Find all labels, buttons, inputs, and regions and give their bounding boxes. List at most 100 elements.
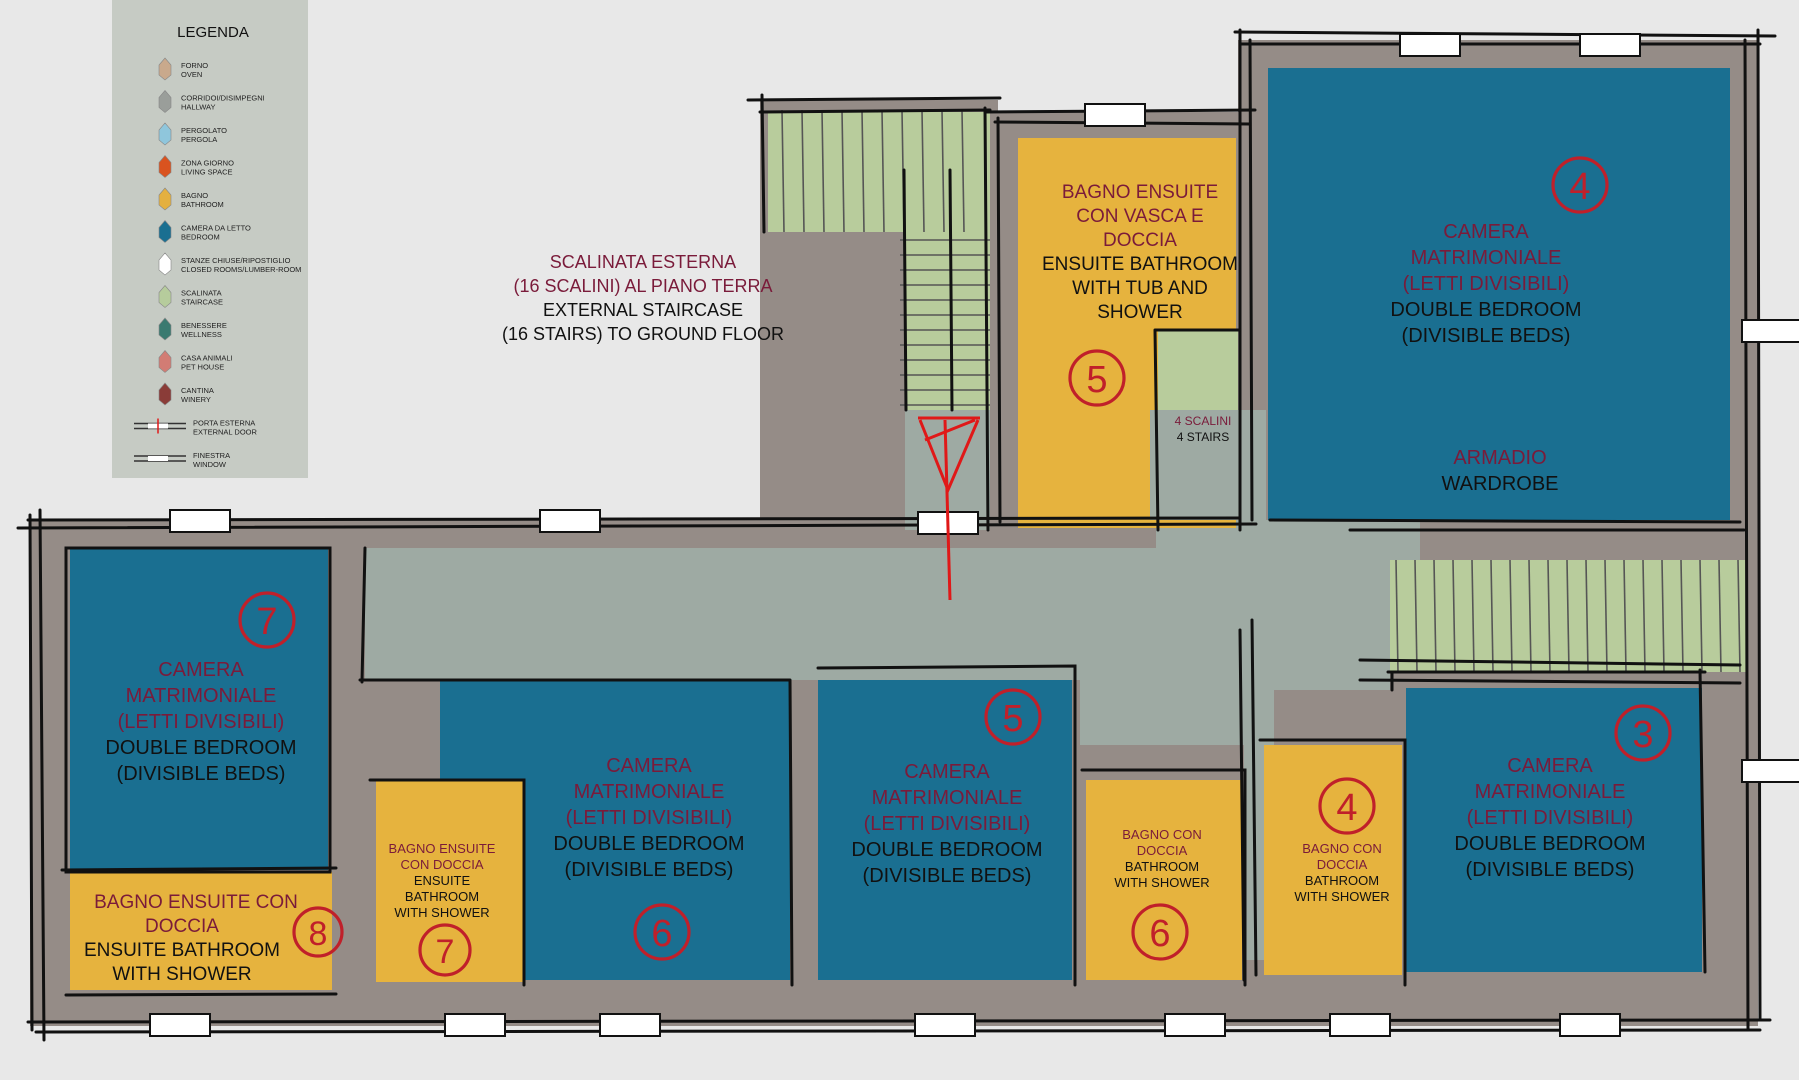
staircase-label-it1: SCALINATA ESTERNA — [550, 252, 736, 272]
legend-label-en: PERGOLA — [181, 135, 217, 144]
bedroom-4-en1: DOUBLE BEDROOM — [1390, 299, 1581, 321]
room-number-marker — [238, 591, 296, 649]
bathroom-4-label: 4 BAGNO CON DOCCIA BATHROOM WITH SHOWER — [1294, 777, 1390, 904]
bedroom-5 — [818, 680, 1072, 980]
bedroom-4-label: 4 CAMERA MATRIMONIALE (LETTI DIVISIBILI)… — [1390, 156, 1609, 495]
bathroom-8-en1: ENSUITE BATHROOM — [84, 940, 280, 961]
bedroom-6-it2: MATRIMONIALE — [574, 781, 725, 803]
bathroom-4-number: 4 — [1336, 787, 1357, 829]
bedroom-6-number: 6 — [651, 913, 672, 955]
bathroom-7-it1: BAGNO ENSUITE — [389, 841, 496, 856]
bedroom-4-en2: (DIVISIBLE BEDS) — [1402, 325, 1571, 347]
bathroom-4-en2: WITH SHOWER — [1294, 889, 1389, 904]
bathroom-7-number: 7 — [436, 933, 455, 971]
legend-swatch — [158, 317, 172, 341]
bathroom-4-it1: BAGNO CON — [1302, 841, 1381, 856]
bedroom-5-en1: DOUBLE BEDROOM — [851, 839, 1042, 861]
legend-label-en: OVEN — [181, 70, 202, 79]
bathroom-5-number: 5 — [1086, 359, 1107, 401]
bedroom-5-en2: (DIVISIBLE BEDS) — [863, 865, 1032, 887]
staircase-label-en2: (16 STAIRS) TO GROUND FLOOR — [502, 324, 784, 344]
bedroom-4-number: 4 — [1569, 166, 1590, 208]
legend-label-en: CLOSED ROOMS/LUMBER-ROOM — [181, 265, 301, 274]
bathroom-6-it1: BAGNO CON — [1122, 827, 1201, 842]
bedroom-6-en1: DOUBLE BEDROOM — [553, 833, 744, 855]
bathroom-5-it2: CON VASCA E — [1076, 206, 1203, 227]
room-number-marker — [1131, 903, 1189, 961]
bedroom-3-number: 3 — [1632, 714, 1653, 756]
bathroom-4-en1: BATHROOM — [1305, 873, 1379, 888]
windows — [149, 33, 1799, 1037]
legend-label-it: FORNO — [181, 61, 208, 70]
legend-label-en: BEDROOM — [181, 233, 220, 242]
legend-swatch — [158, 382, 172, 406]
bathroom-6-number: 6 — [1149, 913, 1170, 955]
legend-label-en: STAIRCASE — [181, 298, 223, 307]
legend-label-it: PERGOLATO — [181, 126, 227, 135]
legend-label-en: WINDOW — [193, 460, 227, 469]
bathroom-8-label: BAGNO ENSUITE CON DOCCIA ENSUITE BATHROO… — [84, 892, 344, 985]
wardrobe-it: ARMADIO — [1453, 447, 1546, 469]
bedroom-3 — [1406, 688, 1702, 972]
bedroom-4 — [1268, 68, 1730, 520]
wardrobe-en: WARDROBE — [1441, 473, 1558, 495]
bathroom-5-en3: SHOWER — [1097, 302, 1183, 323]
legend-label-it: ZONA GIORNO — [181, 159, 234, 168]
bedroom-6-label: CAMERA MATRIMONIALE (LETTI DIVISIBILI) D… — [553, 755, 745, 961]
bedroom-7-en2: (DIVISIBLE BEDS) — [117, 763, 286, 785]
room-number-marker — [1068, 349, 1126, 407]
legend-label-it: CAMERA DA LETTO — [181, 224, 251, 233]
room-number-marker — [1551, 156, 1609, 214]
bathroom-7-it2: CON DOCCIA — [400, 857, 483, 872]
staircase-label-it2: (16 SCALINI) AL PIANO TERRA — [513, 276, 772, 296]
bedroom-5-it1: CAMERA — [904, 761, 990, 783]
legend-label-en: WELLNESS — [181, 330, 222, 339]
bathroom-8 — [70, 872, 332, 990]
bedroom-5-it2: MATRIMONIALE — [872, 787, 1023, 809]
room-number-marker — [418, 923, 472, 977]
legend-label-it: BENESSERE — [181, 321, 227, 330]
bathroom-7-en2: BATHROOM — [405, 889, 479, 904]
bathroom-8-number: 8 — [309, 915, 328, 953]
bathroom-5-it1: BAGNO ENSUITE — [1062, 182, 1218, 203]
bedroom-7-label: 7 CAMERA MATRIMONIALE (LETTI DIVISIBILI)… — [105, 591, 297, 785]
room-number-marker — [1318, 777, 1376, 835]
legend-label-it: BAGNO — [181, 191, 208, 200]
bedroom-7 — [70, 548, 328, 870]
bedroom-4-it1: CAMERA — [1443, 221, 1529, 243]
bathroom-7-en1: ENSUITE — [414, 873, 471, 888]
bathroom-5-en2: WITH TUB AND — [1072, 278, 1208, 299]
legend-panel: LEGENDA FORNOOVENCORRIDOI/DISIMPEGNIHALL… — [112, 0, 308, 478]
bedroom-3-en1: DOUBLE BEDROOM — [1454, 833, 1645, 855]
bathroom-5-it3: DOCCIA — [1103, 230, 1177, 251]
bedroom-3-label: 3 CAMERA MATRIMONIALE (LETTI DIVISIBILI)… — [1454, 704, 1672, 881]
legend-items: FORNOOVENCORRIDOI/DISIMPEGNIHALLWAYPERGO… — [134, 57, 301, 469]
staircase-label-en1: EXTERNAL STAIRCASE — [543, 300, 743, 320]
legend-label-it: CANTINA — [181, 386, 214, 395]
bathroom-8-it1: BAGNO ENSUITE CON — [94, 892, 298, 913]
room-number-marker — [1614, 704, 1672, 762]
legend-label-en: HALLWAY — [181, 103, 215, 112]
entrance-arrow — [918, 416, 980, 601]
legend-swatch — [158, 285, 172, 308]
bedroom-7-it1: CAMERA — [158, 659, 244, 681]
bedroom-3-en2: (DIVISIBLE BEDS) — [1466, 859, 1635, 881]
bathroom-8-it2: DOCCIA — [145, 916, 219, 937]
bedroom-6 — [440, 680, 790, 980]
legend-swatch — [158, 122, 172, 146]
legend-swatch — [158, 155, 172, 178]
bathroom-4-it2: DOCCIA — [1317, 857, 1368, 872]
bathroom-6-en1: BATHROOM — [1125, 859, 1199, 874]
